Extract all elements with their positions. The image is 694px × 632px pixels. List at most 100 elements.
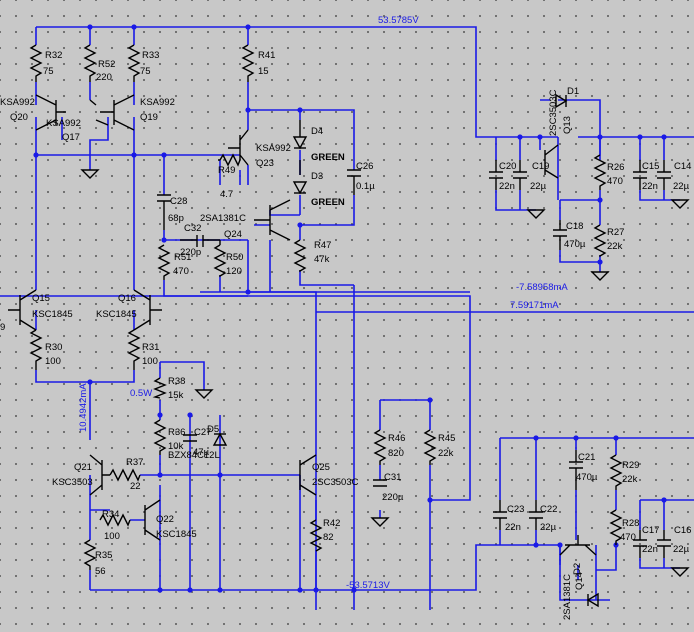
q22-part: KSC1845 (156, 529, 197, 540)
c16-ref: C16 (674, 525, 691, 536)
q25-ref: Q25 (312, 462, 330, 473)
c15-ref: C15 (642, 161, 659, 172)
r47-value: 47k (314, 254, 330, 265)
c22-value: 22µ (540, 522, 557, 533)
c27-ref: C27 (194, 427, 211, 438)
c19-ref: C19 (532, 161, 549, 172)
d1-ref: D1 (567, 86, 579, 97)
r33-ref: R33 (142, 50, 159, 61)
r30-ref: R30 (45, 342, 62, 353)
d2-ref: D2 (572, 563, 583, 575)
r27-value: 22k (607, 241, 623, 252)
r28-value: 470 (620, 532, 636, 543)
r27-ref: R27 (607, 227, 624, 238)
q17-ref: Q17 (62, 132, 80, 143)
c20-ref: C20 (499, 161, 516, 172)
r29-ref: R29 (622, 460, 639, 471)
r30-value: 100 (45, 356, 61, 367)
c28-value: 68p (168, 213, 184, 224)
c26-ref: C26 (356, 161, 373, 172)
q14-part: 2SA1381C (562, 574, 573, 620)
r37-ref: R37 (126, 457, 143, 468)
c15-value: 22n (642, 181, 658, 192)
q15-ref: Q15 (32, 293, 50, 304)
d3-value: GREEN (311, 197, 345, 208)
wires (0, 26, 694, 610)
current-b-label: 7.59171mA (510, 300, 559, 311)
r28-ref: R28 (622, 518, 639, 529)
r35-ref: R35 (95, 550, 112, 561)
r32-ref: R32 (45, 50, 62, 61)
r29-value: 22k (622, 474, 638, 485)
ground-symbols (80, 169, 690, 577)
r41-value: 15 (258, 66, 269, 77)
q14-ref: Q14 (574, 572, 585, 590)
c32-value: 220p (180, 247, 201, 258)
q21-ref: Q21 (74, 462, 92, 473)
edge-label: 9 (0, 322, 5, 333)
c19-value: 22µ (530, 181, 547, 192)
c17-value: 22n (642, 544, 658, 555)
c18-ref: C18 (566, 221, 583, 232)
r38-ref: R38 (168, 376, 185, 387)
c31-value: 220µ (382, 492, 404, 503)
r34-value: 100 (104, 531, 120, 542)
c26-value: 0.1µ (356, 181, 375, 192)
power-label: 0.5W (130, 388, 152, 399)
c14-ref: C14 (674, 161, 691, 172)
d5-ref: D5 (207, 424, 219, 435)
current-a-label: -7.58958mA (516, 282, 568, 293)
r52-value: 220 (96, 72, 112, 83)
r31-value: 100 (142, 356, 158, 367)
c22-ref: C22 (540, 504, 557, 515)
c28-ref: C28 (170, 196, 187, 207)
r36-ref: R36 (168, 427, 185, 438)
component-labels: 53.5785V -53.5713V -7.58958mA 7.59171mA … (0, 15, 691, 620)
r37-value: 22 (130, 481, 141, 492)
q21-part: KSC3503 (52, 477, 93, 488)
q16-part: KSC1845 (96, 309, 137, 320)
r26-ref: R26 (607, 162, 624, 173)
top-rail-label: 53.5785V (378, 15, 419, 26)
c21-value: 470µ (576, 472, 598, 483)
d4-value: GREEN (311, 152, 345, 163)
capacitor-symbols (157, 160, 671, 558)
d4-ref: D4 (311, 126, 323, 137)
q19-part: KSA992 (140, 97, 175, 108)
current-c-label: 10.4942mA (78, 383, 89, 432)
r38-value: 15k (168, 390, 184, 401)
q20-ref: Q20 (10, 112, 28, 123)
r42-ref: R42 (323, 518, 340, 529)
diode-symbols (212, 93, 599, 608)
r46-ref: R46 (388, 433, 405, 444)
r33-value: 75 (140, 66, 151, 77)
r47-ref: R47 (314, 240, 331, 251)
q15-part: KSC1845 (32, 309, 73, 320)
q24-ref: Q24 (224, 229, 242, 240)
r31-ref: R31 (142, 342, 159, 353)
c23-value: 22n (505, 522, 521, 533)
r49-value: 4.7 (220, 189, 233, 200)
r49-ref: R49 (218, 165, 235, 176)
r46-value: 820 (388, 448, 404, 459)
r50-ref: R50 (226, 252, 243, 263)
c32-ref: C32 (184, 223, 201, 234)
c21-ref: C21 (578, 452, 595, 463)
r34-ref: R34 (102, 509, 119, 520)
c27-value: 47µ (193, 447, 210, 458)
q17-part: KSA992 (46, 118, 81, 129)
r41-ref: R41 (258, 50, 275, 61)
resistor-symbols (29, 44, 623, 570)
r50-value: 120 (226, 266, 242, 277)
r51-value: 470 (173, 266, 189, 277)
r51-ref: R51 (174, 252, 191, 263)
q13-ref: Q13 (562, 116, 573, 134)
c23-ref: C23 (507, 504, 524, 515)
q25-part: 2SC3503C (312, 477, 359, 488)
c14-value: 22µ (673, 181, 690, 192)
q20-part: KSA992 (0, 97, 35, 108)
c31-ref: C31 (384, 472, 401, 483)
q23-ref: Q23 (256, 158, 274, 169)
q24-part: 2SA1381C (200, 213, 246, 224)
